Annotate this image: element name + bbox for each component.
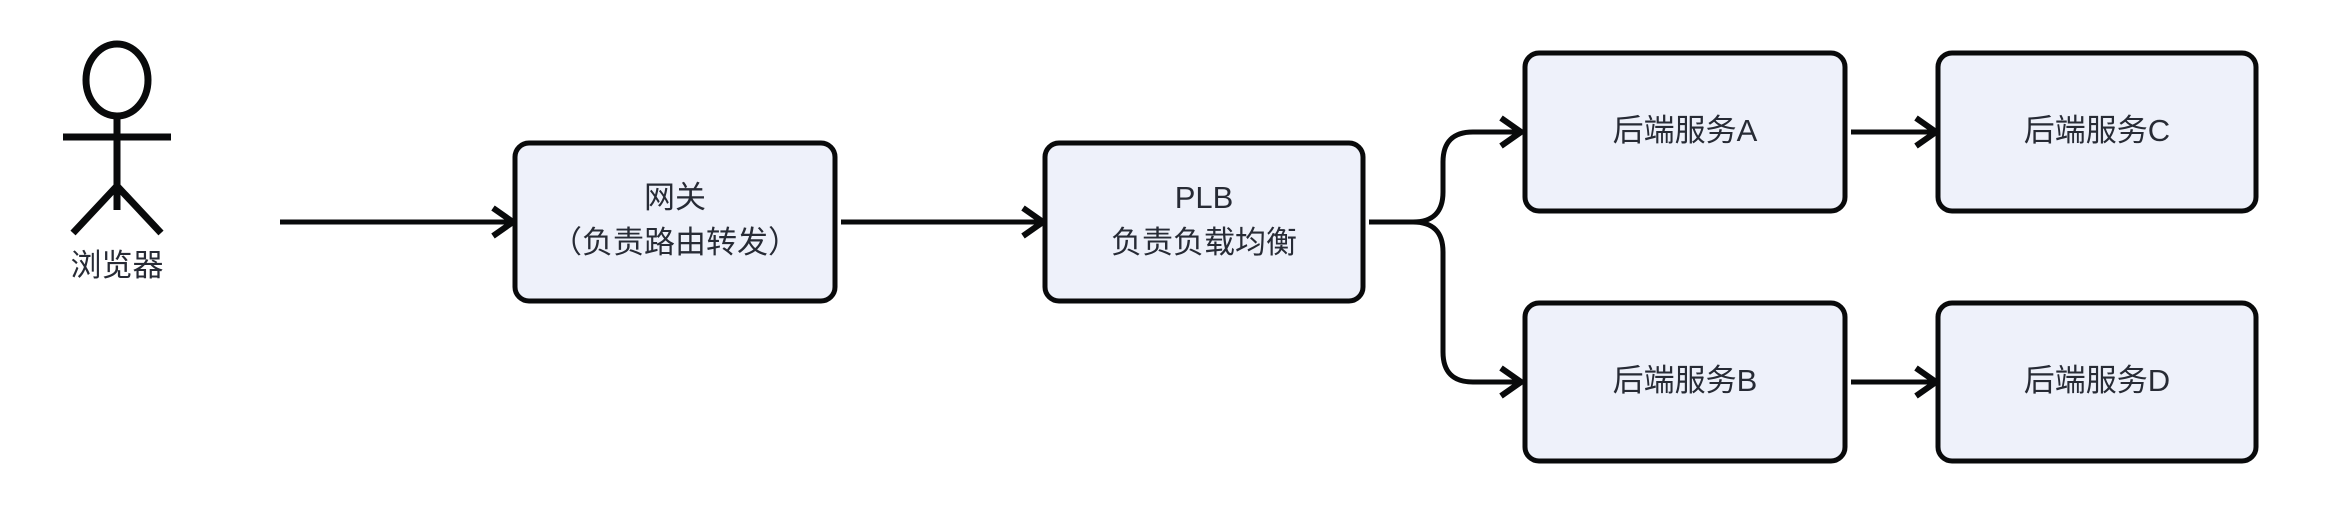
- node-service-c[interactable]: 后端服务C: [1935, 50, 2259, 214]
- node-service-a-label: 后端服务A: [1613, 113, 1758, 148]
- node-plb-label-line1: PLB: [1175, 180, 1234, 215]
- node-plb-box: [1042, 140, 1366, 304]
- node-plb-label-line2: 负责负载均衡: [1111, 225, 1297, 260]
- node-plb[interactable]: PLB 负责负载均衡: [1042, 140, 1366, 304]
- actor-left-leg-line: [70, 183, 120, 236]
- actor-right-leg-line: [114, 183, 164, 236]
- node-service-d[interactable]: 后端服务D: [1935, 300, 2259, 464]
- node-gateway-label-line2: （负责路由转发）: [551, 225, 799, 260]
- edge-browser-to-gateway: [280, 205, 519, 239]
- arrow-head-icon: [1499, 115, 1527, 149]
- actor-head-icon: [82, 40, 152, 120]
- edge-service-b-to-service-d: [1851, 365, 1942, 399]
- node-gateway-label-line1: 网关: [644, 180, 706, 215]
- node-service-a[interactable]: 后端服务A: [1522, 50, 1848, 214]
- arrow-head-icon: [1499, 365, 1527, 399]
- browser-actor-label: 浏览器: [71, 248, 164, 283]
- node-service-d-box: [1935, 300, 2259, 464]
- browser-actor[interactable]: 浏览器: [63, 40, 171, 283]
- node-service-a-box: [1522, 50, 1848, 214]
- node-service-b-box: [1522, 300, 1848, 464]
- edge-path: [1369, 219, 1520, 385]
- node-service-d-label: 后端服务D: [2024, 363, 2170, 398]
- edge-path: [1369, 129, 1520, 225]
- node-service-c-label: 后端服务C: [2024, 113, 2170, 148]
- edge-gateway-to-plb: [841, 205, 1049, 239]
- edge-service-a-to-service-c: [1851, 115, 1942, 149]
- edge-plb-to-service-b: [1369, 219, 1527, 399]
- node-gateway-box: [512, 140, 838, 304]
- node-service-b[interactable]: 后端服务B: [1522, 300, 1848, 464]
- node-gateway[interactable]: 网关 （负责路由转发）: [512, 140, 838, 304]
- edge-plb-to-service-a: [1369, 115, 1527, 225]
- node-service-b-label: 后端服务B: [1613, 363, 1758, 398]
- node-service-c-box: [1935, 50, 2259, 214]
